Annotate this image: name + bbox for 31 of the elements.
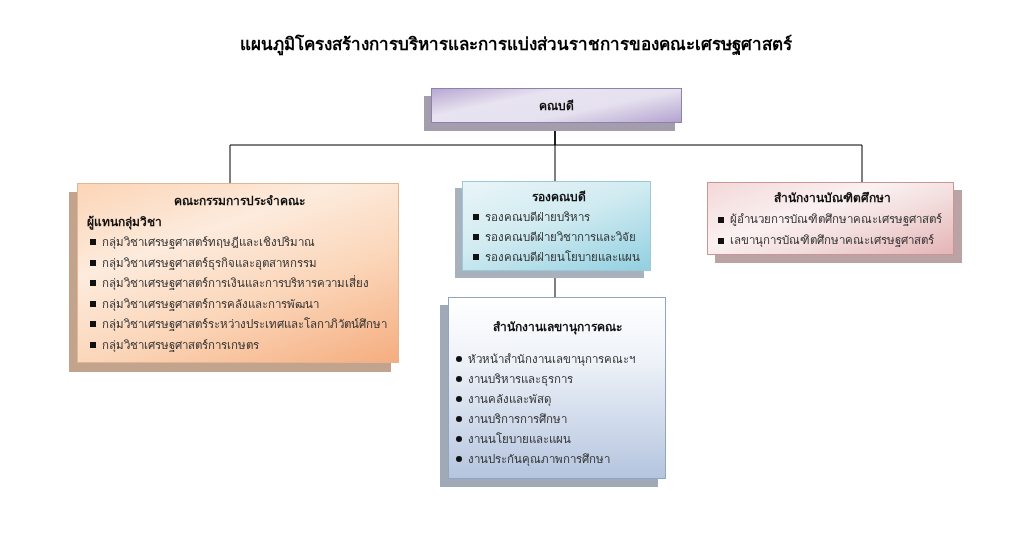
- list-item-text: หัวหน้าสำนักงานเลขานุการคณะฯ: [468, 351, 635, 368]
- list-item-text: กลุ่มวิชาเศรษฐศาสตร์ธุรกิจและอุตสาหกรรม: [102, 254, 317, 272]
- list-item-text: รองคณบดีฝ่ายวิชาการและวิจัย: [485, 229, 636, 246]
- list-item-text: งานนโยบายและแผน: [468, 431, 571, 448]
- unit-heading: รองคณบดี: [531, 189, 586, 206]
- list-item-text: รองคณบดีฝ่ายนโยบายและแผน: [485, 249, 640, 266]
- org-unit-box: [440, 297, 666, 487]
- list-item-text: รองคณบดีฝ่ายบริหาร: [485, 209, 590, 226]
- list-item-text: เลขานุการบัณฑิตศึกษาคณะเศรษฐศาสตร์: [730, 232, 934, 249]
- unit-heading: สำนักงานบัณฑิตศึกษา: [774, 190, 891, 207]
- list-item-text: กลุ่มวิชาเศรษฐศาสตร์การเงินและการบริหารความเสี่ยง: [102, 274, 369, 292]
- connector-line: [554, 277, 556, 298]
- unit-heading: คณะกรรมการประจำคณะ: [174, 193, 305, 210]
- list-item-text: งานบริการการศึกษา: [468, 411, 567, 428]
- unit-heading: สำนักงานเลขานุการคณะ: [493, 319, 622, 337]
- list-item-text: กลุ่มวิชาเศรษฐศาสตร์ทฤษฎีและเชิงปริมาณ: [102, 234, 315, 251]
- list-item-text: กลุ่มวิชาเศรษฐศาสตร์ระหว่างประเทศและโลกาภิวัตน์ศึกษา: [102, 316, 387, 333]
- list-item-text: งานคลังและพัสดุ: [468, 391, 551, 408]
- chart-title: แผนภูมิโครงสร้างการบริหารและการแบ่งส่วนราชการของคณะเศรษฐศาสตร์: [240, 33, 792, 56]
- org-unit-box: [69, 183, 399, 372]
- org-unit-box: [707, 182, 962, 263]
- list-item-text: งานบริหารและธุรการ: [468, 371, 573, 388]
- unit-heading: คณบดี: [539, 97, 574, 115]
- connector-line: [554, 130, 863, 183]
- list-item-text: กลุ่มวิชาเศรษฐศาสตร์การคลังและการพัฒนา: [102, 295, 319, 313]
- list-item-text: ผู้อำนวยการบัณฑิตศึกษาคณะเศรษฐศาสตร์: [730, 211, 942, 228]
- group-subheading: ผู้แทนกลุ่มวิชา: [87, 213, 162, 232]
- list-item-text: งานประกันคุณภาพการศึกษา: [468, 451, 610, 468]
- list-item-text: กลุ่มวิชาเศรษฐศาสตร์การเกษตร: [102, 336, 259, 354]
- org-unit-box: [455, 181, 651, 278]
- org-unit-box: [424, 88, 682, 131]
